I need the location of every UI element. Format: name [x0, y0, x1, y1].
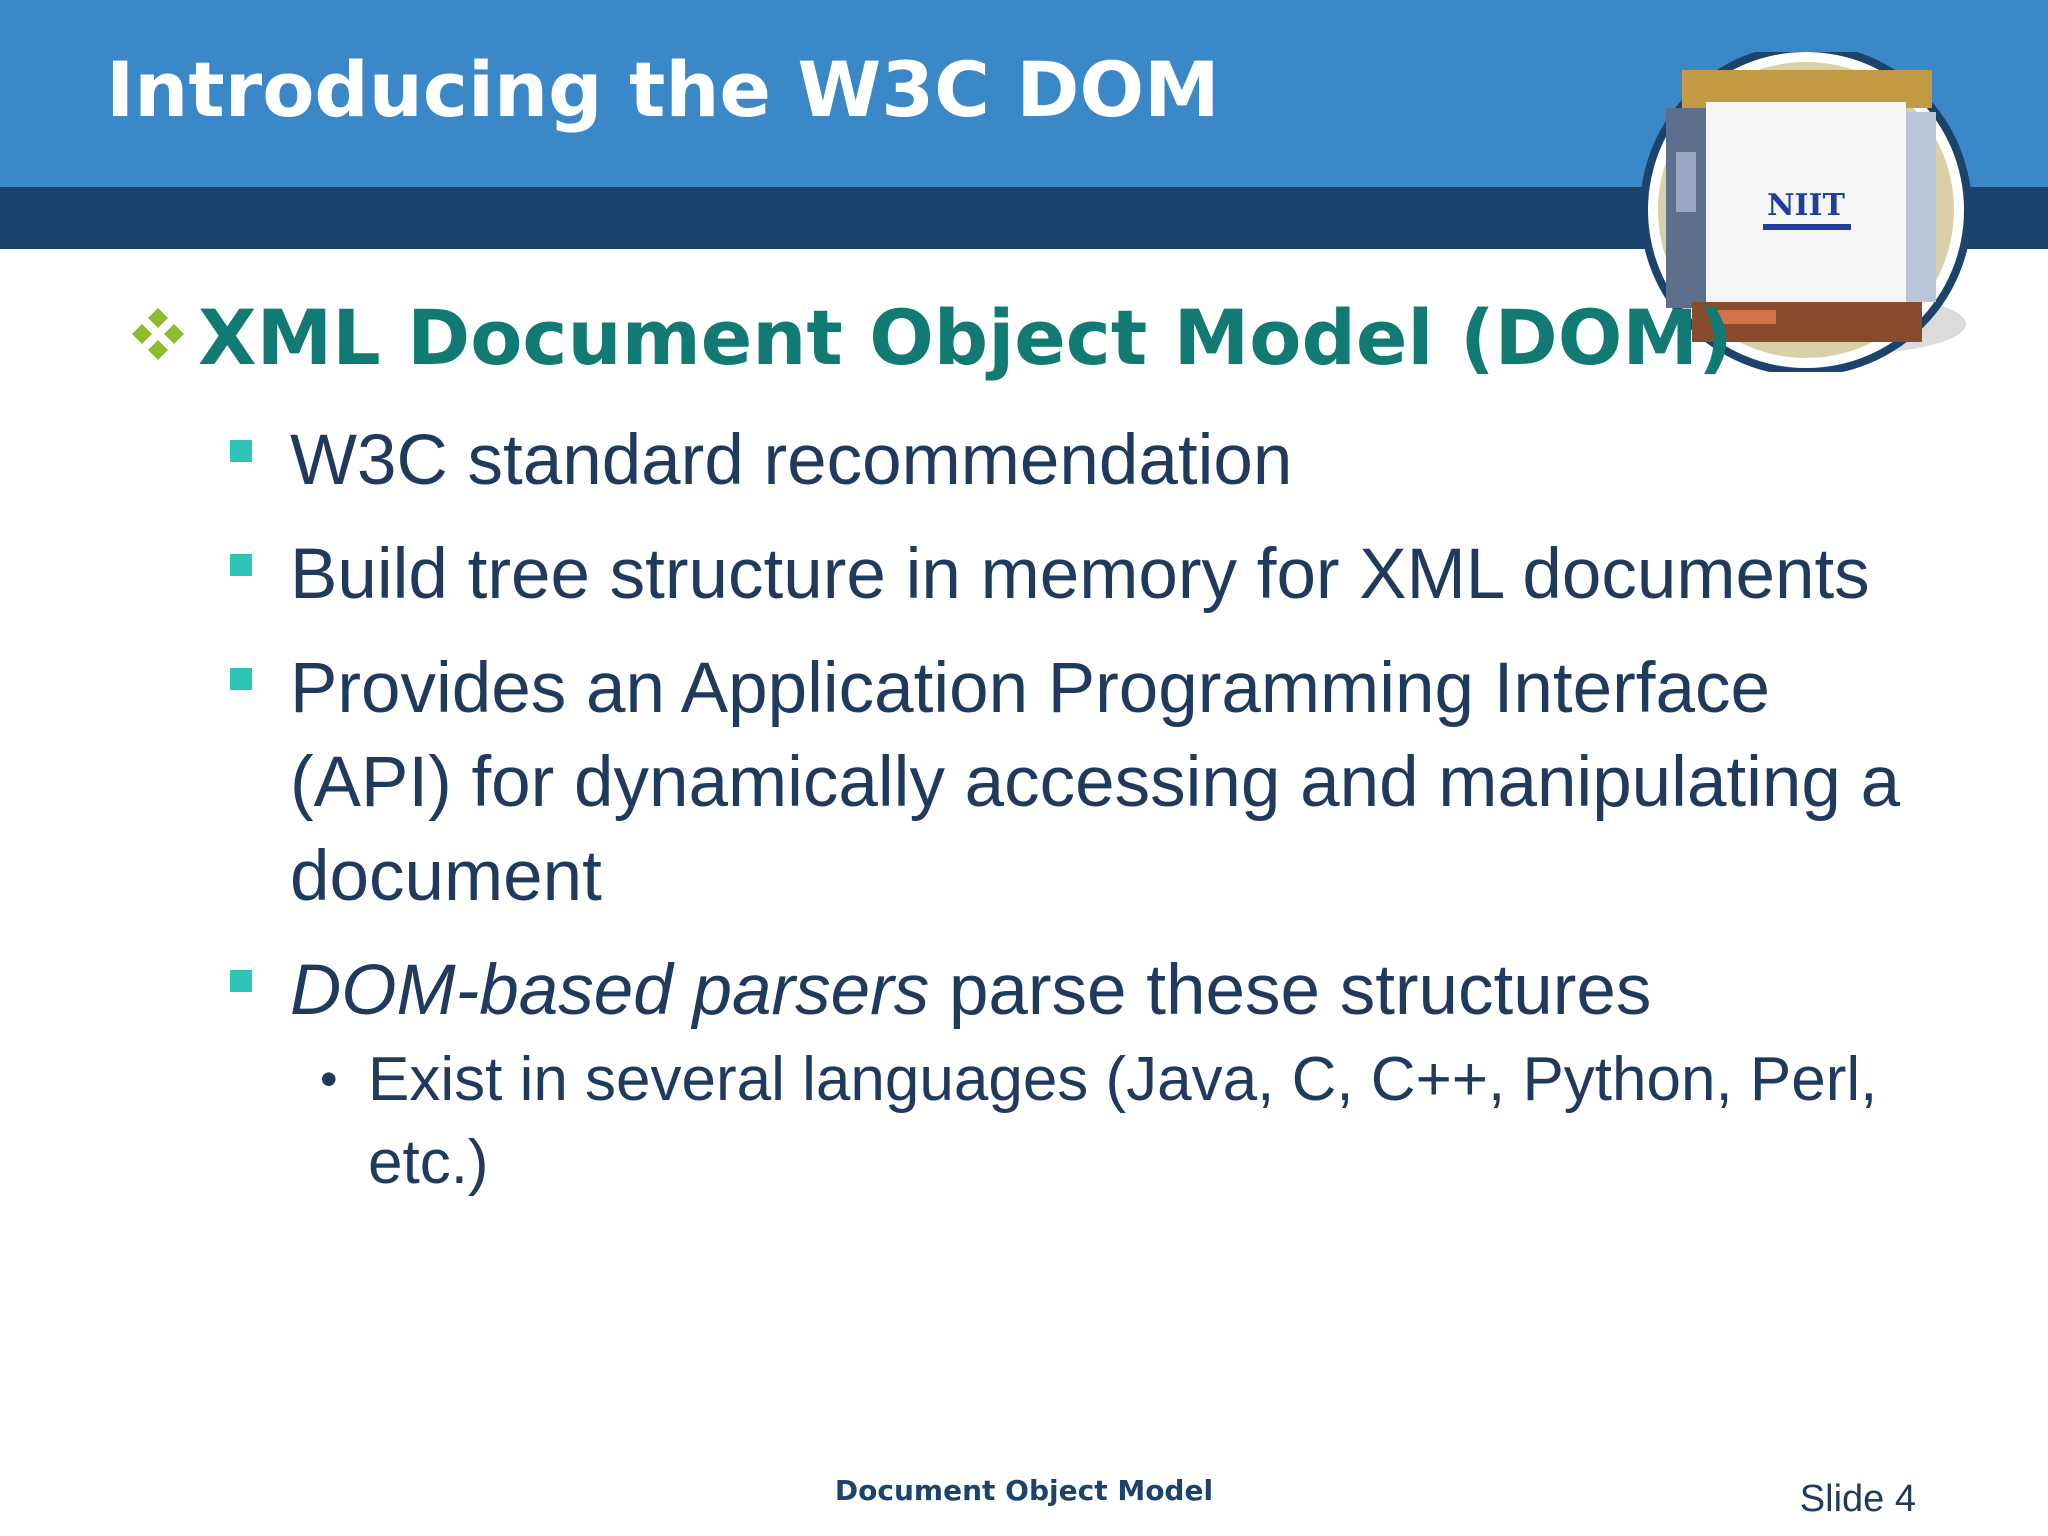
- bullet-text: Build tree structure in memory for XML d…: [290, 535, 1870, 614]
- footer-title: Document Object Model: [834, 1474, 1214, 1507]
- bullet-text: Provides an Application Programming Inte…: [290, 649, 1901, 916]
- square-bullet-icon: [230, 970, 252, 992]
- bullet-item: Build tree structure in memory for XML d…: [230, 528, 1930, 622]
- square-bullet-icon: [230, 554, 252, 576]
- niit-logo-badge: NIIT: [1640, 52, 1972, 372]
- sub-bullet-item: • Exist in several languages (Java, C, C…: [320, 1038, 1930, 1204]
- dot-bullet-icon: •: [320, 1051, 338, 1107]
- sub-bullet-list: • Exist in several languages (Java, C, C…: [290, 1038, 1930, 1204]
- bullet-text: parse these structures: [929, 951, 1652, 1030]
- slide-number: Slide 4: [1799, 1478, 1916, 1520]
- logo-text: NIIT: [1767, 188, 1845, 223]
- slide-title: Introducing the W3C DOM: [106, 45, 1220, 134]
- bullet-item: DOM-based parsers parse these structures…: [230, 944, 1930, 1204]
- bullet-text: W3C standard recommendation: [290, 421, 1293, 500]
- bullet-list: W3C standard recommendation Build tree s…: [230, 414, 1930, 1224]
- bullet-item: Provides an Application Programming Inte…: [230, 642, 1930, 924]
- square-bullet-icon: [230, 440, 252, 462]
- square-bullet-icon: [230, 668, 252, 690]
- section-heading: XML Document Object Model (DOM): [198, 293, 1733, 382]
- diamond-bullet-icon: [132, 308, 184, 360]
- bullet-item: W3C standard recommendation: [230, 414, 1930, 508]
- sub-bullet-text: Exist in several languages (Java, C, C++…: [368, 1045, 1878, 1197]
- bullet-text-italic: DOM-based parsers: [290, 951, 930, 1030]
